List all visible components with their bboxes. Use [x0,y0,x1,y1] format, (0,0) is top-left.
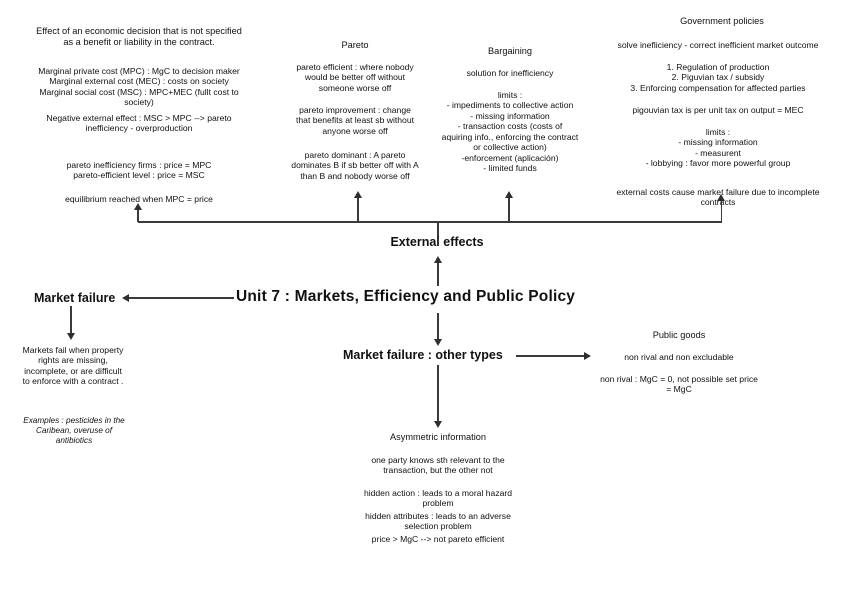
connector-stem-externality-definition [137,209,139,222]
pareto-block-1: pareto efficient : where nobody would be… [296,62,414,93]
arrow-up-external-effects [433,256,442,263]
externality-definition-block-1: Marginal private cost (MPC) : MgC to dec… [38,66,240,108]
asymmetric-information-block-3: hidden attributes : leads to an adverse … [365,511,511,532]
government-policies-block-2: 1. Regulation of production 2. Piguvian … [630,62,806,93]
connector-trunk-horizontal [138,221,722,223]
connector-other-types-to-public-goods [516,355,584,357]
node-external-effects[interactable]: External effects [390,235,484,249]
connector-title-to-other-types [437,313,439,339]
pareto-block-2: pareto improvement : change that benefit… [296,105,414,136]
bargaining-block-2: limits : - impediments to collective act… [441,90,579,174]
connector-stem-pareto [357,197,359,222]
asymmetric-information-block-1: one party knows sth relevant to the tran… [371,455,505,476]
externality-definition-block-2: Negative external effect : MSC > MPC -->… [46,113,232,134]
connector-market-failure-to-detail [70,306,72,333]
node-market-failure-other-types[interactable]: Market failure : other types [343,348,503,362]
bargaining-heading: Bargaining [488,46,532,56]
connector-trunk-to-external-effects [437,221,439,237]
arrow-right-public-goods [584,351,591,360]
arrow-up-bargaining [504,191,513,198]
externality-definition-heading: Effect of an economic decision that is n… [36,26,242,48]
arrow-up-externality-definition [133,203,142,210]
node-asymmetric-information[interactable]: Asymmetric information [390,432,486,442]
arrow-down-asymmetric-information [433,421,442,428]
arrow-down-market-failure-detail [66,333,75,340]
government-policies-block-4: limits : - missing information - measure… [645,127,791,169]
arrow-left-market-failure [122,293,129,302]
arrow-up-pareto [353,191,362,198]
government-policies-heading: Government policies [680,16,764,26]
government-policies-block-5: external costs cause market failure due … [616,187,820,208]
public-goods-block-2: non rival : MgC = 0, not possible set pr… [600,374,758,395]
arrow-down-other-types [433,339,442,346]
connector-other-types-to-asymmetric [437,365,439,421]
public-goods-block-1: non rival and non excludable [624,352,734,362]
node-market-failure[interactable]: Market failure [34,291,116,305]
bargaining-block-1: solution for inefficiency [466,68,554,78]
page-title: Unit 7 : Markets, Efficiency and Public … [236,288,576,305]
asymmetric-information-block-4: price > MgC --> not pareto efficient [371,534,505,544]
connector-stem-government-policies [720,200,723,222]
connector-title-to-external-effects [437,262,439,286]
externality-definition-block-3: pareto inefficiency firms : price = MPC … [66,160,212,181]
market-failure-example: Examples : pesticides in the Caribean, o… [23,416,125,445]
government-policies-block-3: pigouvian tax is per unit tax on output … [632,105,804,115]
pareto-heading: Pareto [341,40,369,50]
arrow-up-government-policies [717,194,725,201]
connector-stem-bargaining [508,197,510,222]
connector-title-to-market-failure [128,297,234,299]
market-failure-detail-block-1: Markets fail when property rights are mi… [22,345,124,387]
public-goods-heading: Public goods [652,330,706,340]
government-policies-block-1: solve inefliciency - correct inefficient… [617,40,819,50]
asymmetric-information-block-2: hidden action : leads to a moral hazard … [363,488,513,509]
externality-definition-block-4: equilibrium reached when MPC = price [65,194,213,204]
pareto-block-3: pareto dominant : A pareto dominates B i… [291,150,419,181]
